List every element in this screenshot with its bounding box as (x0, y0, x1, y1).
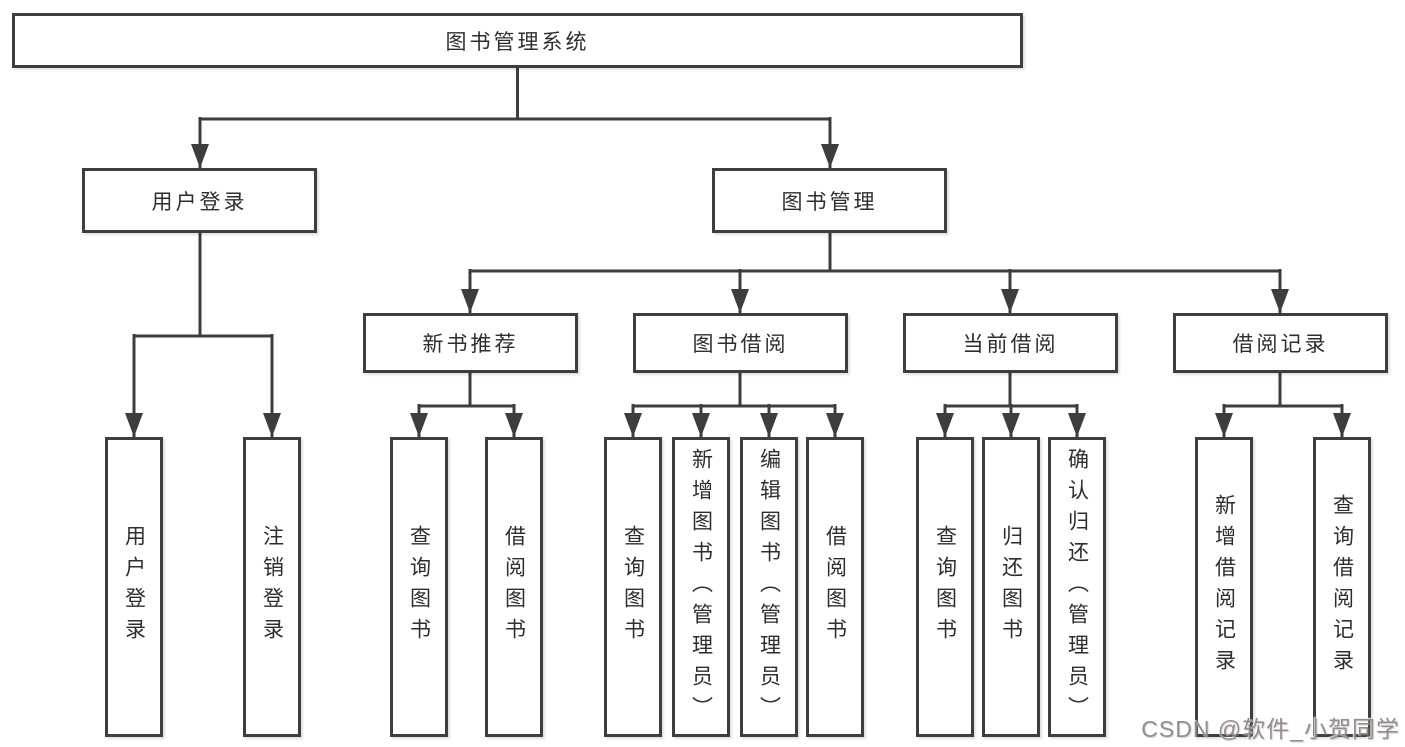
leaf-records-add-record: 新增借阅记录 (1195, 437, 1253, 737)
leaf-label: 查询图书 (407, 525, 431, 649)
node-library-management-system: 图书管理系统 (12, 13, 1023, 68)
leaf-user-login: 用户登录 (105, 437, 163, 737)
leaf-label: 确认归还（管理员） (1065, 447, 1089, 727)
node-current-borrowing: 当前借阅 (903, 313, 1118, 373)
connector-new-book-recommendation-children (410, 373, 523, 437)
watermark-csdn: CSDN @软件_小贺同学 (1141, 716, 1400, 742)
leaf-records-query-record: 查询借阅记录 (1313, 437, 1371, 737)
connector-root-to-level2 (191, 68, 839, 168)
leaf-borrowing-query-books: 查询图书 (604, 437, 662, 737)
leaf-label: 归还图书 (999, 525, 1023, 649)
leaf-borrowing-add-book-admin: 新增图书（管理员） (672, 437, 730, 737)
leaf-label: 借阅图书 (502, 525, 526, 649)
connector-borrowing-records-children (1215, 373, 1351, 437)
leaf-newbooks-query-books: 查询图书 (390, 437, 448, 737)
connector-user-login-children (125, 233, 281, 437)
node-user-login: 用户登录 (82, 168, 317, 233)
leaf-borrowing-borrow-books: 借阅图书 (806, 437, 864, 737)
leaf-label: 新增图书（管理员） (689, 447, 713, 727)
leaf-label: 新增借阅记录 (1212, 494, 1236, 680)
node-new-book-recommendation: 新书推荐 (363, 313, 578, 373)
node-book-borrowing: 图书借阅 (633, 313, 848, 373)
leaf-label: 注销登录 (260, 525, 284, 649)
leaf-current-return-books: 归还图书 (982, 437, 1040, 737)
connector-book-management-children (461, 233, 1289, 313)
leaf-logout: 注销登录 (243, 437, 301, 737)
node-borrowing-records: 借阅记录 (1173, 313, 1388, 373)
leaf-label: 编辑图书（管理员） (757, 447, 781, 727)
leaf-label: 查询图书 (621, 525, 645, 649)
connector-book-borrowing-children (624, 373, 844, 437)
leaf-label: 用户登录 (122, 525, 146, 649)
leaf-current-query-books: 查询图书 (916, 437, 974, 737)
leaf-label: 借阅图书 (823, 525, 847, 649)
leaf-current-confirm-return-admin: 确认归还（管理员） (1048, 437, 1106, 737)
leaf-label: 查询图书 (933, 525, 957, 649)
leaf-newbooks-borrow-books: 借阅图书 (485, 437, 543, 737)
connector-current-borrowing-children (936, 373, 1086, 437)
node-book-management: 图书管理 (712, 168, 947, 233)
leaf-label: 查询借阅记录 (1330, 494, 1354, 680)
leaf-borrowing-edit-book-admin: 编辑图书（管理员） (740, 437, 798, 737)
